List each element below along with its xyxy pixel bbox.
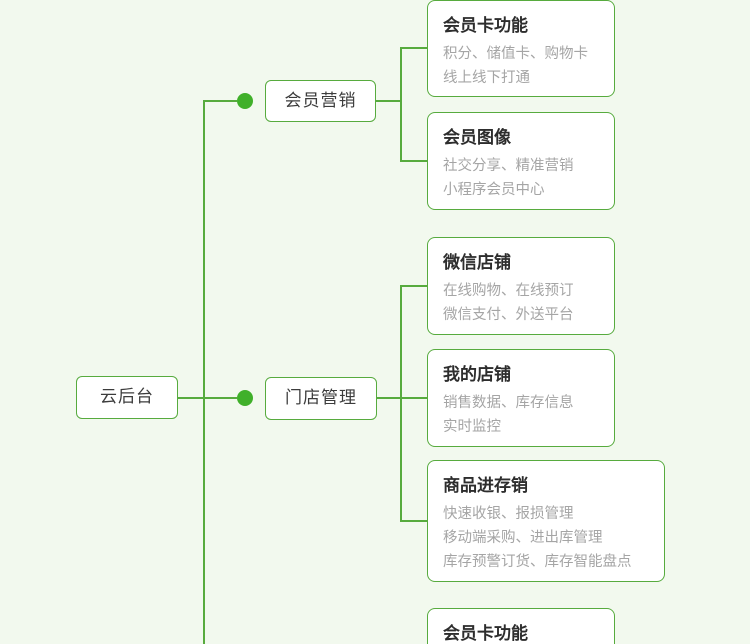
leaf-subtitle: 微信支付、外送平台 xyxy=(443,307,574,323)
leaf-subtitle: 线上线下打通 xyxy=(443,70,530,86)
leaf-node-goods-inventory[interactable]: 商品进存销 快速收银、报损管理 移动端采购、进出库管理 库存预警订货、库存智能盘… xyxy=(427,460,665,582)
leaf-subtitle: 社交分享、精准营销 xyxy=(443,158,574,174)
leaf-subtitle: 小程序会员中心 xyxy=(443,182,545,198)
leaf-subtitle: 库存预警订货、库存智能盘点 xyxy=(443,554,632,570)
branch2-collapse-dot[interactable] xyxy=(237,390,253,406)
leaf-subtitle: 积分、储值卡、购物卡 xyxy=(443,46,588,62)
branch1-rail-line xyxy=(400,47,427,162)
leaf-subtitle: 移动端采购、进出库管理 xyxy=(443,530,603,546)
leaf-title: 商品进存销 xyxy=(443,476,528,495)
leaf-subtitle: 实时监控 xyxy=(443,419,501,435)
root-node-label: 云后台 xyxy=(100,387,154,406)
leaf-title: 会员图像 xyxy=(443,128,511,147)
branch1-collapse-dot[interactable] xyxy=(237,93,253,109)
leaf-node-member-card-functions[interactable]: 会员卡功能 积分、储值卡、购物卡 线上线下打通 xyxy=(427,0,615,97)
leaf-node-member-card-functions-2[interactable]: 会员卡功能 xyxy=(427,608,615,644)
leaf-node-member-profile[interactable]: 会员图像 社交分享、精准营销 小程序会员中心 xyxy=(427,112,615,210)
leaf-subtitle: 在线购物、在线预订 xyxy=(443,283,574,299)
trunk-line xyxy=(203,100,237,644)
root-node-cloud-backend[interactable]: 云后台 xyxy=(76,376,178,419)
leaf-title: 微信店铺 xyxy=(443,253,511,272)
branch-node-store-management[interactable]: 门店管理 xyxy=(265,377,377,420)
branch-node-member-marketing[interactable]: 会员营销 xyxy=(265,80,376,122)
leaf-node-my-store[interactable]: 我的店铺 销售数据、库存信息 实时监控 xyxy=(427,349,615,447)
branch-node-label: 门店管理 xyxy=(285,388,357,407)
leaf-node-wechat-store[interactable]: 微信店铺 在线购物、在线预订 微信支付、外送平台 xyxy=(427,237,615,335)
branch-node-label: 会员营销 xyxy=(284,91,357,110)
leaf-subtitle: 销售数据、库存信息 xyxy=(443,395,574,411)
leaf-title: 会员卡功能 xyxy=(443,624,528,643)
leaf-title: 会员卡功能 xyxy=(443,16,528,35)
branch2-rail-line xyxy=(400,285,427,522)
leaf-subtitle: 快速收银、报损管理 xyxy=(443,506,574,522)
leaf-title: 我的店铺 xyxy=(443,365,511,384)
